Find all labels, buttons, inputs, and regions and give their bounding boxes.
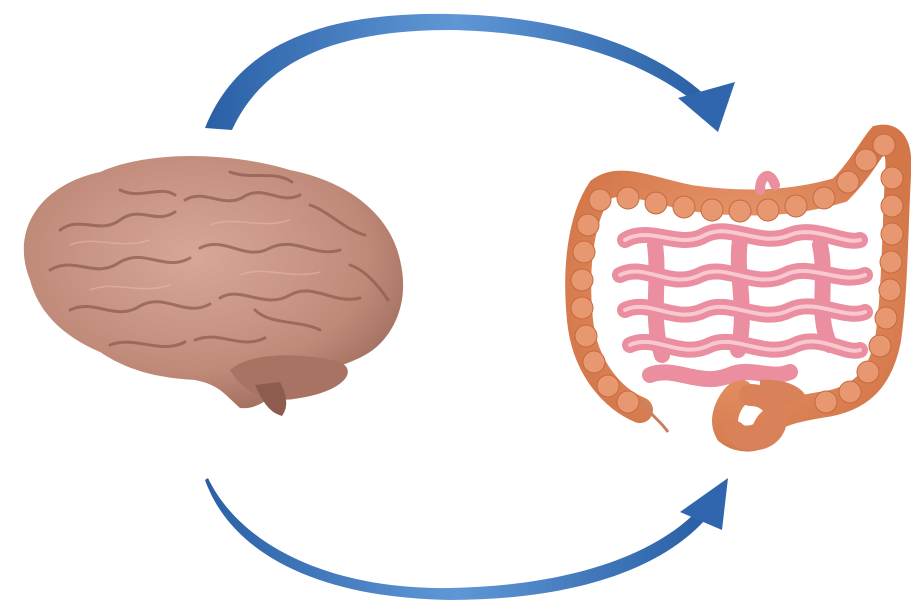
bottom-arrow: [205, 478, 728, 600]
brain-icon: [24, 156, 403, 416]
curved-arrow-icon: [205, 478, 705, 600]
intestines-icon: [571, 134, 903, 439]
top-arrow: [205, 14, 735, 132]
curved-arrow-icon: [205, 14, 705, 130]
